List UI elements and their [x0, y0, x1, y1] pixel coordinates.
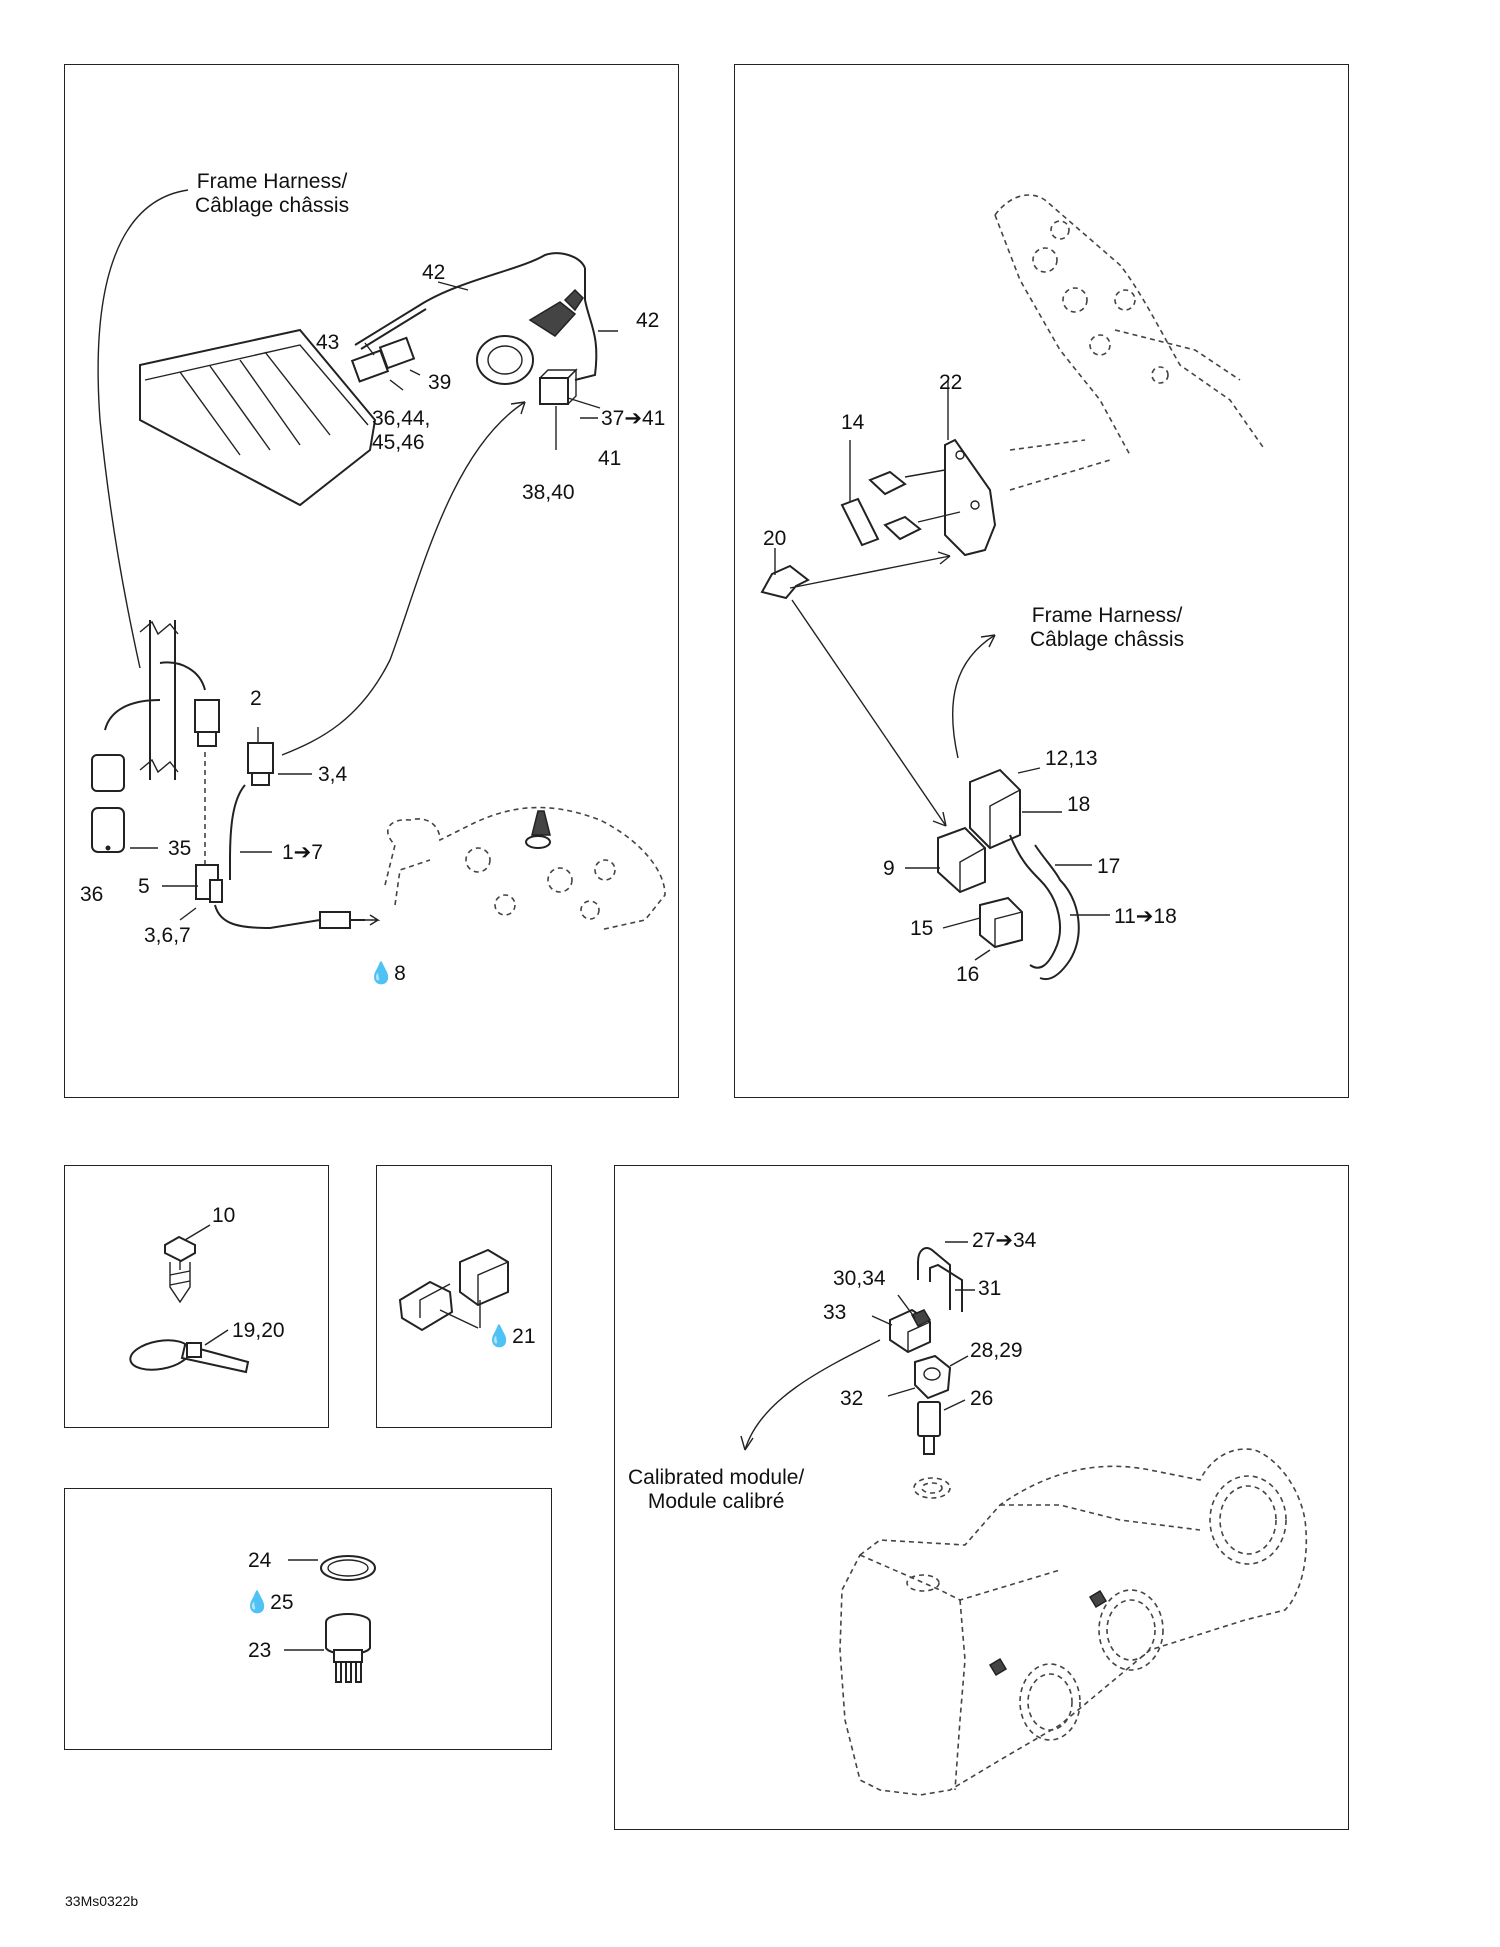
callout-21: 💧21	[486, 1325, 536, 1348]
callout-18: 18	[1067, 793, 1091, 816]
callout-28-29: 28,29	[970, 1339, 1023, 1362]
panel-connector	[376, 1165, 552, 1428]
callout-5: 5	[138, 875, 150, 898]
callout-2: 2	[250, 687, 262, 710]
callout-26: 26	[970, 1387, 994, 1410]
header-line-2: Câblage châssis	[195, 194, 350, 217]
callout-35: 35	[168, 837, 192, 860]
callout-45-46: 45,46	[372, 431, 425, 454]
instrument-cluster	[139, 328, 377, 507]
panel-frame-harness-steering	[734, 64, 1349, 1098]
callout-11-18: 11➔18	[1114, 905, 1177, 928]
callout-30-34: 30,34	[833, 1267, 886, 1290]
panel-sensor	[64, 1488, 552, 1750]
callout-37-41: 37➔41	[601, 407, 666, 430]
callout-12-13: 12,13	[1045, 747, 1098, 770]
callout-39: 39	[428, 371, 452, 394]
callout-3-4: 3,4	[318, 763, 348, 786]
callout-14: 14	[841, 411, 865, 434]
drop-icon: 💧	[368, 962, 395, 985]
callout-43: 43	[316, 331, 340, 354]
callout-24: 24	[248, 1549, 272, 1572]
callout-8: 💧8	[368, 962, 406, 985]
header-line-1: Frame Harness/	[196, 170, 348, 193]
figure-code: 33Ms0322b	[65, 1893, 139, 1909]
callout-42a: 42	[422, 261, 446, 284]
callout-23: 23	[248, 1639, 272, 1662]
panel-fasteners	[64, 1165, 329, 1428]
callout-42b: 42	[636, 309, 660, 332]
callout-20: 20	[763, 527, 787, 550]
callout-33: 33	[823, 1301, 847, 1324]
callout-25: 💧25	[244, 1591, 294, 1614]
callout-32: 32	[840, 1387, 864, 1410]
panel-frame-harness-engine	[64, 64, 679, 1098]
frame-harness-header-left: Frame Harness/ Câblage châssis	[195, 170, 349, 218]
callout-22: 22	[939, 371, 963, 394]
callout-15: 15	[910, 917, 934, 940]
callout-27-34: 27➔34	[972, 1229, 1037, 1252]
callout-36-44: 36,44,	[372, 407, 431, 430]
callout-41: 41	[598, 447, 622, 470]
header-line-1: Frame Harness/	[1031, 604, 1183, 627]
header-line-1: Calibrated module/	[628, 1466, 805, 1489]
frame-harness-header-right: Frame Harness/ Câblage châssis	[1030, 604, 1184, 652]
callout-10: 10	[212, 1204, 236, 1227]
header-line-2: Module calibré	[647, 1490, 785, 1513]
callout-38-40: 38,40	[522, 481, 575, 504]
callout-3-6-7: 3,6,7	[144, 924, 191, 947]
callout-9: 9	[883, 857, 895, 880]
callout-17: 17	[1097, 855, 1121, 878]
drop-icon: 💧	[244, 1591, 271, 1614]
callout-1-7: 1➔7	[282, 841, 323, 864]
callout-36: 36	[80, 883, 104, 906]
callout-19-20: 19,20	[232, 1319, 285, 1342]
callout-16: 16	[956, 963, 980, 986]
calibrated-module-header: Calibrated module/ Module calibré	[628, 1466, 804, 1514]
header-line-2: Câblage châssis	[1030, 628, 1185, 651]
callout-31: 31	[978, 1277, 1002, 1300]
drop-icon: 💧	[486, 1325, 513, 1348]
